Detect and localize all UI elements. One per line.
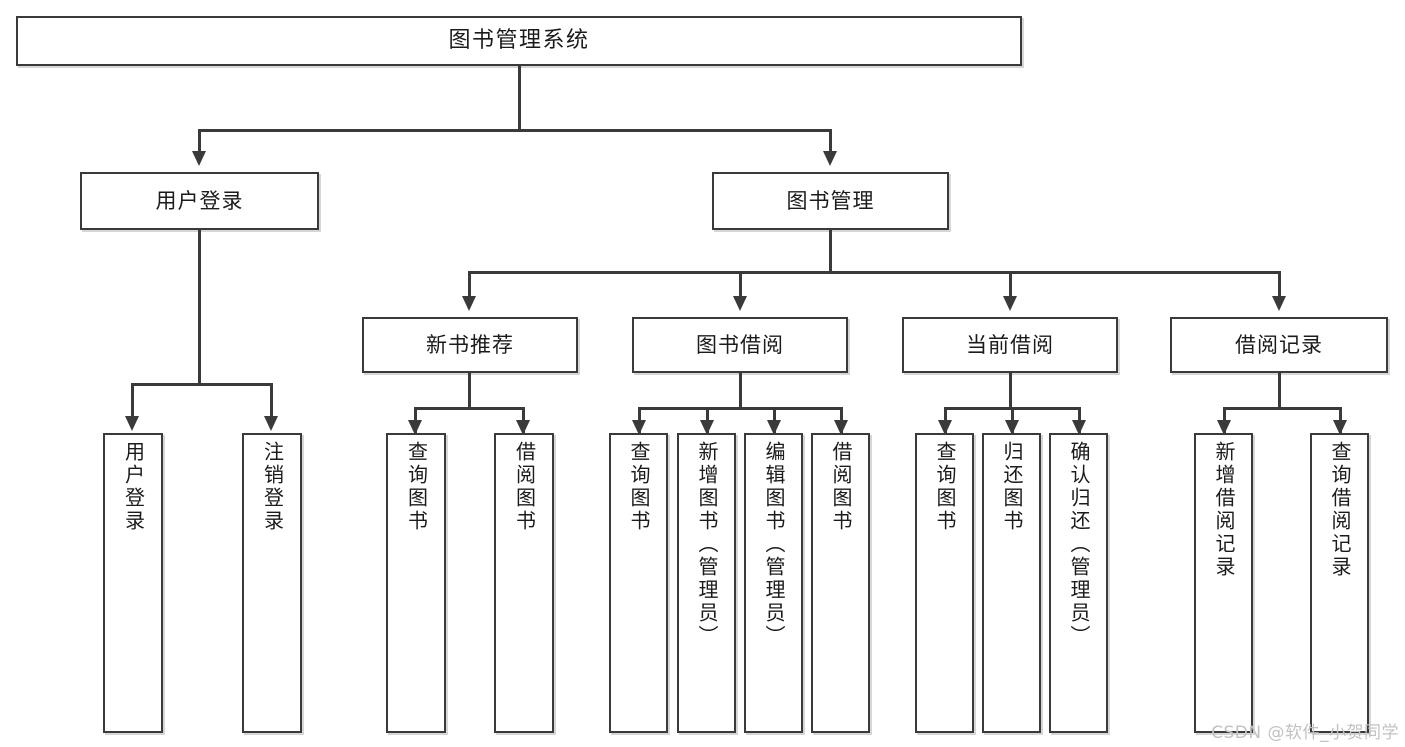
node-label: 用户登录 xyxy=(121,441,146,533)
connector-root-bar xyxy=(198,129,831,132)
node-user-login[interactable]: 用户登录 xyxy=(80,172,319,230)
leaf-borrow-record-1[interactable]: 查询借阅记录 xyxy=(1310,433,1369,733)
leaf-book-borrow-2[interactable]: 编辑图书（管理员） xyxy=(744,433,803,733)
arrow-to-borrow-record xyxy=(1272,296,1286,311)
arrow-leaf-book-borrow-0 xyxy=(632,420,646,435)
leaf-current-borrow-0[interactable]: 查询图书 xyxy=(915,433,974,733)
connector-root-to-user-login xyxy=(198,129,201,151)
node-label: 图书管理 xyxy=(786,188,875,213)
watermark-csdn: CSDN @软件_小贺同学 xyxy=(1211,723,1399,743)
node-label: 当前借阅 xyxy=(966,332,1054,357)
connector-to-new-book-rec xyxy=(468,271,471,296)
connector-book-manage-bar xyxy=(468,271,1280,274)
node-borrow-record[interactable]: 借阅记录 xyxy=(1170,317,1388,373)
arrow-leaf-new-book-rec-1 xyxy=(516,420,530,435)
node-label: 查询图书 xyxy=(627,441,651,533)
connector-borrow-record-stem xyxy=(1278,373,1281,409)
arrow-to-book-borrow xyxy=(733,296,747,311)
leaf-book-borrow-3[interactable]: 借阅图书 xyxy=(811,433,870,733)
arrow-leaf-borrow-record-1 xyxy=(1333,420,1347,435)
node-label: 新书推荐 xyxy=(426,332,514,357)
node-label: 新增借阅记录 xyxy=(1212,441,1236,579)
leaf-current-borrow-1[interactable]: 归还图书 xyxy=(982,433,1041,733)
connector-book-borrow-stem xyxy=(739,373,742,409)
arrow-leaf-book-borrow-1 xyxy=(700,420,714,435)
node-new-book-rec[interactable]: 新书推荐 xyxy=(362,317,578,373)
arrow-leaf-user-login-1 xyxy=(264,416,278,431)
arrow-leaf-current-borrow-1 xyxy=(1005,420,1019,435)
node-label: 确认归还（管理员） xyxy=(1067,441,1091,648)
node-book-borrow[interactable]: 图书借阅 xyxy=(632,317,848,373)
node-label: 注销登录 xyxy=(260,441,285,533)
node-label: 新增图书（管理员） xyxy=(695,441,719,648)
connector-book-manage-stem xyxy=(829,230,832,273)
node-book-manage[interactable]: 图书管理 xyxy=(712,172,949,230)
node-label: 用户登录 xyxy=(155,188,244,213)
arrow-to-user-login xyxy=(192,151,206,166)
node-root-system[interactable]: 图书管理系统 xyxy=(16,16,1022,66)
node-label: 借阅图书 xyxy=(512,441,537,533)
arrow-leaf-new-book-rec-0 xyxy=(408,420,422,435)
node-label: 借阅记录 xyxy=(1235,332,1323,357)
connector-to-borrow-record xyxy=(1278,271,1281,296)
arrow-to-book-manage xyxy=(823,151,837,166)
arrow-leaf-book-borrow-2 xyxy=(767,420,781,435)
connector-new-book-rec-stem xyxy=(468,373,471,409)
leaf-borrow-record-0[interactable]: 新增借阅记录 xyxy=(1194,433,1253,733)
connector-user-login-stem xyxy=(198,230,201,385)
node-label: 查询借阅记录 xyxy=(1328,441,1352,579)
connector-to-book-borrow xyxy=(739,271,742,296)
arrow-leaf-current-borrow-0 xyxy=(938,420,952,435)
connector-new-book-rec-bar xyxy=(414,407,524,410)
arrow-to-new-book-rec xyxy=(462,296,476,311)
node-label: 编辑图书（管理员） xyxy=(762,441,786,648)
node-label: 查询图书 xyxy=(404,441,429,533)
connector-borrow-record-bar xyxy=(1223,407,1341,410)
arrow-leaf-user-login-0 xyxy=(125,416,139,431)
leaf-new-book-rec-0[interactable]: 查询图书 xyxy=(386,433,446,733)
node-label: 归还图书 xyxy=(1000,441,1024,533)
leaf-user-login-0[interactable]: 用户登录 xyxy=(103,433,163,733)
node-current-borrow[interactable]: 当前借阅 xyxy=(902,317,1118,373)
connector-book-borrow-bar xyxy=(638,407,842,410)
arrow-leaf-borrow-record-0 xyxy=(1217,420,1231,435)
node-label: 图书管理系统 xyxy=(448,28,590,54)
connector-user-login-drop-1 xyxy=(270,383,273,416)
connector-to-current-borrow xyxy=(1009,271,1012,296)
node-label: 借阅图书 xyxy=(829,441,853,533)
connector-current-borrow-stem xyxy=(1009,373,1012,409)
leaf-current-borrow-2[interactable]: 确认归还（管理员） xyxy=(1049,433,1108,733)
arrow-leaf-current-borrow-2 xyxy=(1072,420,1086,435)
leaf-book-borrow-1[interactable]: 新增图书（管理员） xyxy=(677,433,736,733)
node-label: 图书借阅 xyxy=(696,332,784,357)
arrow-leaf-book-borrow-3 xyxy=(834,420,848,435)
arrow-to-current-borrow xyxy=(1003,296,1017,311)
leaf-new-book-rec-1[interactable]: 借阅图书 xyxy=(494,433,554,733)
connector-root-stem xyxy=(518,66,521,131)
node-label: 查询图书 xyxy=(933,441,957,533)
leaf-user-login-1[interactable]: 注销登录 xyxy=(242,433,302,733)
connector-user-login-bar xyxy=(131,383,271,386)
leaf-book-borrow-0[interactable]: 查询图书 xyxy=(609,433,668,733)
connector-user-login-drop-0 xyxy=(131,383,134,416)
connector-root-to-book-manage xyxy=(829,129,832,151)
